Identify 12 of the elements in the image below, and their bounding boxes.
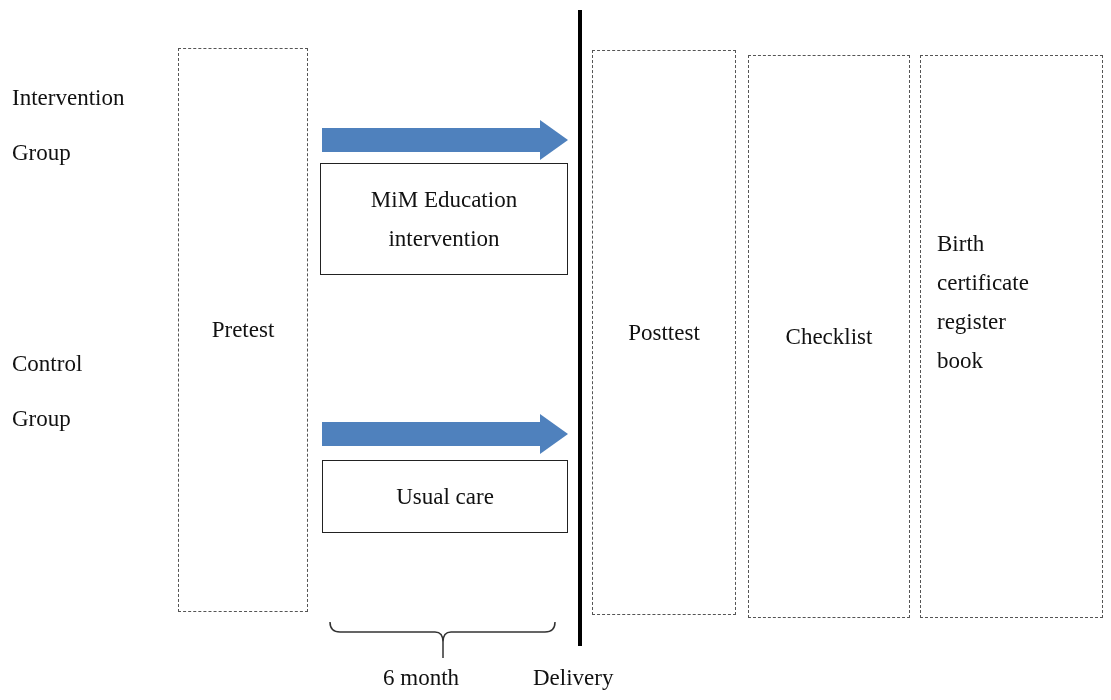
group-label: Intervention Group: [12, 84, 126, 167]
pretest-box: Pretest: [178, 48, 308, 612]
intervention-box: MiM Education intervention: [320, 163, 568, 275]
arrow: [322, 120, 568, 160]
usual-care-box: Usual care: [322, 460, 568, 533]
checklist-box: Checklist: [748, 55, 910, 618]
posttest-box: Posttest: [592, 50, 736, 615]
arrow: [322, 414, 568, 454]
birth-register-box: Birth certificate register book: [920, 55, 1103, 618]
delivery-label: Delivery: [533, 664, 614, 692]
duration-label: 6 month: [383, 664, 461, 692]
group-label: Control Group: [12, 350, 84, 433]
